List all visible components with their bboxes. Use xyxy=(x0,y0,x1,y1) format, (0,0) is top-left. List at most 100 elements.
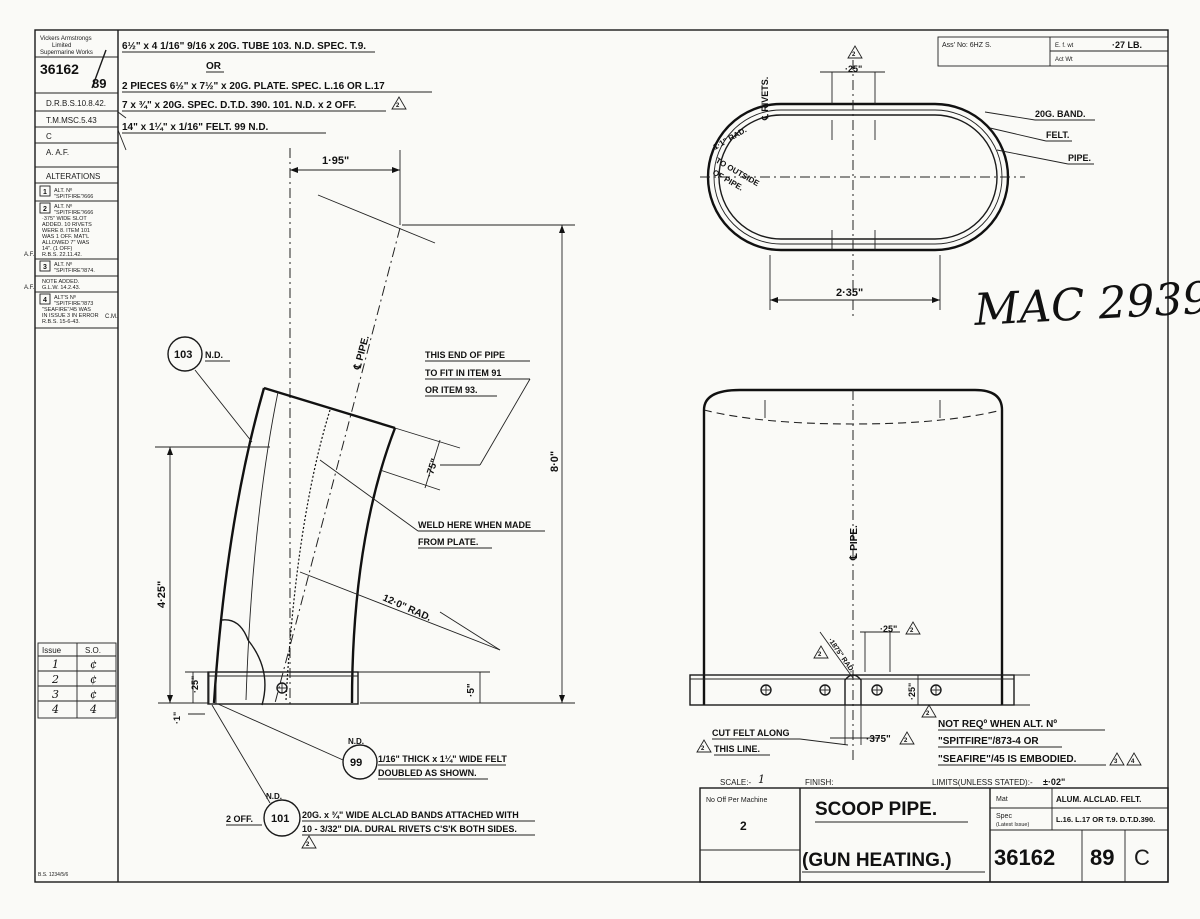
svg-text:2: 2 xyxy=(818,652,822,658)
company-limited: Limited xyxy=(52,43,71,49)
svg-text:·375" WIDE SLOT: ·375" WIDE SLOT xyxy=(42,216,87,222)
svg-text:2: 2 xyxy=(904,738,908,744)
dim-1: ·1" xyxy=(172,712,182,724)
note-felt-1: 1/16" THICK x 1¼" WIDE FELT xyxy=(378,754,507,764)
svg-text:4: 4 xyxy=(1131,759,1135,765)
drawing-number: 36162 xyxy=(40,61,79,77)
note-pipe-end-3: OR ITEM 93. xyxy=(425,385,478,395)
radius-12: 12·0" RAD. xyxy=(381,593,433,624)
drawn-by: D.R.B.S.10.8.42. xyxy=(46,99,106,108)
issue-header: Issue xyxy=(42,646,62,655)
revision-triangle xyxy=(391,96,407,110)
spec-label: Spec xyxy=(996,813,1012,820)
dim-375: ·375" xyxy=(866,734,891,745)
material-label: Mat xyxy=(996,796,1008,803)
svg-text:ALT'S Nº: ALT'S Nº xyxy=(54,294,76,301)
part-name: SCOOP PIPE. xyxy=(815,799,937,820)
dim-rivet-25: ·25" xyxy=(845,64,862,74)
note-pipe-end-2: TO FIT IN ITEM 91 xyxy=(425,368,501,378)
svg-text:2: 2 xyxy=(910,628,914,634)
svg-text:ADDED. 10 RIVETS: ADDED. 10 RIVETS xyxy=(42,222,92,228)
no-off-label: No Off Per Machine xyxy=(706,797,767,804)
issue-1: 1 xyxy=(52,658,59,671)
svg-text:ALT. Nº: ALT. Nº xyxy=(54,261,72,268)
note-not-reqd-3: "SEAFIRE"/45 IS EMBODIED. xyxy=(938,754,1077,765)
traced-by: T.M.MSC.5.43 xyxy=(46,116,97,125)
note-cut-felt-1: CUT FELT ALONG xyxy=(712,728,790,738)
spec-value: L.16. L.17 OR T.9. D.T.D.390. xyxy=(1056,815,1155,824)
title-column: Vickers Armstrongs Limited Supermarine W… xyxy=(35,36,127,184)
weight-block: Ass' No: 6HZ S. E. f. wt ·27 LB. Act Wt xyxy=(937,36,1169,67)
material-line-1: 6½" x 4 1/16" 9/16 x 20G. TUBE 103. N.D.… xyxy=(122,41,366,52)
two-off-label: 2 OFF. xyxy=(226,814,253,824)
note-weld-1: WELD HERE WHEN MADE xyxy=(418,520,531,530)
note-not-reqd-1: NOT REQº WHEN ALT. Nº xyxy=(938,719,1057,730)
balloon-103-nd: N.D. xyxy=(205,350,223,360)
dim-75: ·75" xyxy=(424,457,440,479)
weight-value: ·27 LB. xyxy=(1112,40,1142,50)
note-cut-felt-2: THIS LINE. xyxy=(714,744,760,754)
alterations-heading: ALTERATIONS xyxy=(46,172,100,181)
svg-text:N.D.: N.D. xyxy=(348,737,364,746)
balloon-103 xyxy=(167,336,203,372)
svg-text:2: 2 xyxy=(701,746,705,752)
svg-text:ALT. Nº: ALT. Nº xyxy=(54,203,72,210)
top-section-view: ·25" 2 ℄ RIVETS. 1·1" RAD. TO OUTSIDE OF… xyxy=(700,45,1095,320)
handwritten-reference: MAC 2939 xyxy=(972,273,1200,336)
alteration-no-3: 3 xyxy=(43,264,47,271)
material-value: ALUM. ALCLAD. FELT. xyxy=(1056,795,1141,804)
alteration-no-1: 1 xyxy=(43,189,47,196)
svg-text:¢: ¢ xyxy=(90,658,97,671)
issue-table: Issue S.O. 1 ¢ 2 ¢ 3 ¢ 4 4 xyxy=(37,642,117,719)
pipe-centreline-label: ℄ PIPE. xyxy=(352,334,372,372)
svg-text:IN ISSUE 3 IN ERROR: IN ISSUE 3 IN ERROR xyxy=(42,313,99,319)
svg-text:"SPITFIRE"/666: "SPITFIRE"/666 xyxy=(54,210,93,216)
footer-issue-letter: C xyxy=(1134,845,1150,870)
radius-note-1: 1·1" RAD. xyxy=(712,125,749,151)
svg-text:"SPITFIRE"/873: "SPITFIRE"/873 xyxy=(54,301,93,307)
balloon-101 xyxy=(263,799,301,837)
dim-1-95: 1·95" xyxy=(322,155,349,167)
svg-text:WAS 1 OFF. MAT'L: WAS 1 OFF. MAT'L xyxy=(42,234,89,240)
svg-text:2: 2 xyxy=(852,52,856,58)
svg-text:R.B.S. 22.11.42.: R.B.S. 22.11.42. xyxy=(42,252,82,258)
side-pipe-centreline: ℄ PIPE. xyxy=(849,525,860,561)
material-line-3: 7 x ¾" x 20G. SPEC. D.T.D. 390. 101. N.D… xyxy=(122,100,357,111)
scale-value: 1 xyxy=(758,773,765,786)
note-added: NOTE ADDED. xyxy=(42,279,80,285)
svg-text:2: 2 xyxy=(926,711,930,717)
note-weld-2: FROM PLATE. xyxy=(418,537,478,547)
material-line-2: 2 PIECES 6½" x 7½" x 20G. PLATE. SPEC. L… xyxy=(122,81,385,92)
spec-latest-issue: (Latest Issue) xyxy=(996,822,1029,828)
svg-text:ALLOWED 7" WAS: ALLOWED 7" WAS xyxy=(42,240,90,246)
svg-text:2: 2 xyxy=(396,103,400,109)
svg-text:N.D.: N.D. xyxy=(266,792,282,801)
no-off-value: 2 xyxy=(740,819,747,833)
sheet-number: 89 xyxy=(92,76,106,91)
material-line-4: 14" x 1¼" x 1/16" FELT. 99 N.D. xyxy=(122,122,269,133)
dim-2-35: 2·35" xyxy=(836,287,863,299)
svg-text:101: 101 xyxy=(271,813,289,825)
footer-sheet-number: 89 xyxy=(1090,845,1114,870)
svg-text:"SPITFIRE"/666: "SPITFIRE"/666 xyxy=(54,194,93,200)
alterations-list: 1 ALT. Nº "SPITFIRE"/666 2 ALT. Nº "SPIT… xyxy=(24,185,118,329)
svg-text:2: 2 xyxy=(306,842,310,848)
assembly-number: Ass' No: 6HZ S. xyxy=(942,42,992,49)
svg-text:99: 99 xyxy=(350,757,362,769)
dim-band-25: ·25" xyxy=(190,676,200,693)
rivets-centreline: ℄ RIVETS. xyxy=(760,77,770,121)
margin-initials-1: A.F. xyxy=(24,252,35,258)
part-subname: (GUN HEATING.) xyxy=(802,850,952,871)
side-elevation-view: ℄ PIPE. ·25" 2 ·1875" RAD. 2 ·25" 2 ·375… xyxy=(689,388,1142,766)
issue-3: 3 xyxy=(52,688,59,701)
radius-small: ·1875" RAD. xyxy=(826,637,855,674)
materials-list: 6½" x 4 1/16" 9/16 x 20G. TUBE 103. N.D.… xyxy=(122,41,432,134)
margin-initials-3: C.M. xyxy=(105,314,118,320)
dim-side-25: ·25" xyxy=(907,683,917,700)
bottom-title-block: SCALE:- 1 FINISH: LIMITS(UNLESS STATED):… xyxy=(699,773,1169,883)
material-or: OR xyxy=(206,61,222,72)
svg-text:¢: ¢ xyxy=(90,673,97,686)
balloon-99 xyxy=(342,744,378,780)
left-elevation-view: 1·95" ℄ PIPE. 8·0" 4·25" xyxy=(155,148,575,849)
company-name: Vickers Armstrongs xyxy=(40,36,92,42)
